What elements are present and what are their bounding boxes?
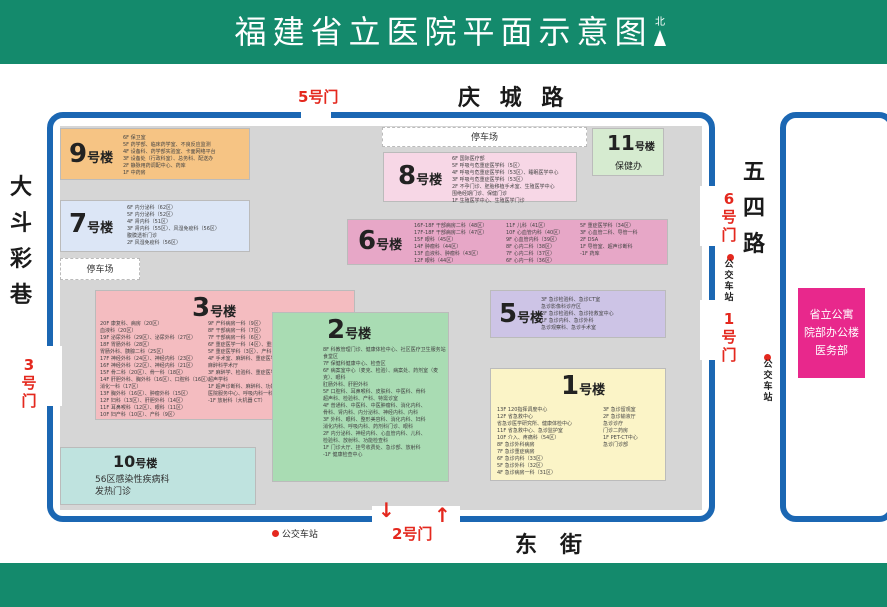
gate-6-gap	[700, 186, 720, 246]
parking-top[interactable]: 停车场	[382, 127, 587, 147]
bus-stop-dot-icon	[727, 246, 734, 265]
building-2-name: 2号楼	[327, 315, 372, 345]
road-dongjie: 东 街	[515, 533, 582, 558]
gate-5-label: 5号门	[298, 88, 339, 106]
road-dadoucaixiang: 大斗彩巷	[9, 175, 32, 308]
bus-stop-dot-icon	[272, 530, 279, 537]
gate-2-label: 2号门	[392, 525, 433, 543]
building-3-floors-left: 20F 康复科、病房（20区） 血液科（20区）19F 泌尿外科（29区）、泌尿…	[100, 321, 212, 418]
building-9-name: 9号楼	[69, 139, 114, 169]
arrow-up-icon: ↑	[434, 503, 451, 527]
building-3-floors-right: 9F 产科病房一科（9区）8F 干部病房一科（7区）7F 干部病房一科（6区）6…	[208, 321, 311, 404]
road-qingcheng: 庆 城 路	[458, 86, 570, 111]
building-6[interactable]: 6号楼 16F-18F 干部病房二科（48区）17F-18F 干部病房二科（47…	[347, 219, 668, 265]
building-8-name: 8号楼	[398, 161, 443, 191]
bus-stop-right-inner: 公交车站	[724, 260, 734, 303]
building-6-name: 6号楼	[358, 226, 403, 256]
building-10-desc: 56区感染性疾病科发热门诊	[95, 475, 170, 497]
road-wusi: 五四路	[742, 160, 765, 257]
building-10[interactable]: 10号楼 56区感染性疾病科发热门诊	[60, 447, 256, 505]
building-3-name: 3号楼	[192, 293, 237, 323]
building-11-sub: 保健办	[615, 162, 643, 172]
north-label: 北	[655, 17, 665, 28]
header-bar	[0, 0, 887, 64]
office-building[interactable]: 省立公寓 院部办公楼 医务部	[798, 288, 865, 378]
footer-bar	[0, 563, 887, 607]
gate-2-gap	[372, 506, 460, 526]
gate-3-gap	[42, 346, 62, 406]
building-7[interactable]: 7号楼 6F 内分泌科（62区）5F 内分泌科（52区）4F 肾内科（51区）3…	[60, 200, 250, 252]
gate-1-gap	[700, 300, 720, 360]
arrow-down-icon: ↓	[378, 498, 395, 522]
building-6-floors-a: 16F-18F 干部病房二科（48区）17F-18F 干部病房二科（47区）15…	[414, 223, 488, 264]
north-arrow-icon	[654, 30, 666, 46]
office-boundary	[780, 112, 887, 522]
building-11[interactable]: 11号楼 保健办	[592, 128, 664, 176]
building-1-name: 1号楼	[561, 371, 606, 401]
bus-stop-dot-icon	[764, 346, 771, 365]
building-7-name: 7号楼	[69, 209, 114, 239]
gate-5-gap	[301, 108, 331, 126]
parking-left[interactable]: 停车场	[60, 258, 140, 280]
map-title: 福建省立医院平面示意图	[234, 13, 653, 51]
building-11-name: 11号楼	[607, 131, 655, 155]
bus-stop-bottom: 公交车站	[272, 527, 318, 540]
building-6-floors-b: 11F 儿科（41区）10F 心血管内科（40区）9F 心血管内科（39区）8F…	[506, 223, 564, 264]
bus-stop-right-outer: 公交车站	[763, 360, 773, 403]
building-7-floors: 6F 内分泌科（62区）5F 内分泌科（52区）4F 肾内科（51区）3F 肾内…	[127, 205, 220, 246]
building-5-name: 5号楼	[499, 299, 544, 329]
north-indicator: 北	[650, 18, 670, 48]
building-10-name: 10号楼	[113, 452, 158, 471]
